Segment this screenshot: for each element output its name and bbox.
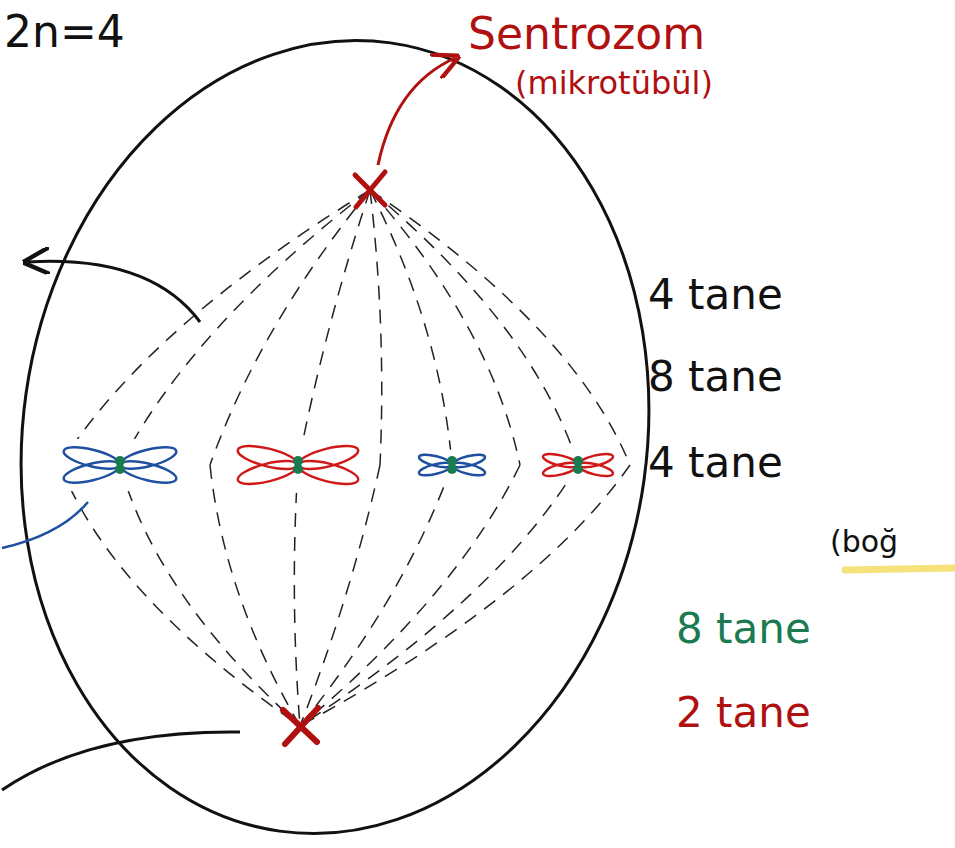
- spindle-fiber: [298, 190, 370, 465]
- spindle-fiber: [120, 190, 370, 465]
- chromosome: [412, 450, 492, 481]
- cell-membrane: [0, 0, 699, 848]
- leader-line: [2, 502, 88, 548]
- spindle-fiber: [370, 190, 452, 465]
- chromosome: [536, 449, 620, 481]
- spindle-fiber: [300, 465, 578, 726]
- spindle-fiber: [300, 465, 452, 726]
- chromosome: [56, 439, 184, 491]
- part-name: (mikrotübül): [515, 66, 713, 101]
- count-note: 4 tane: [648, 272, 783, 318]
- centrosome-bottom: [283, 708, 318, 744]
- spindle-fiber: [60, 190, 370, 465]
- spindle-fiber: [210, 190, 370, 465]
- spindle-fiber: [210, 465, 300, 726]
- chromosomes: [56, 437, 620, 493]
- count-note: (boğ: [830, 525, 898, 558]
- spindle-fiber: [300, 465, 630, 726]
- spindle-fiber: [370, 190, 520, 465]
- highlight-underline: [845, 568, 955, 570]
- part-name: Sentrozom: [468, 10, 705, 58]
- spindle-fiber: [370, 190, 382, 465]
- spindle-fiber: [60, 465, 300, 726]
- count-note: 2 tane: [676, 690, 811, 736]
- leader-arrow: [28, 261, 200, 322]
- count-note: 4 tane: [648, 440, 783, 486]
- spindle-fiber: [300, 465, 520, 726]
- leader-arrow: [378, 58, 455, 165]
- count-note: 8 tane: [648, 354, 783, 400]
- spindle-fiber: [120, 465, 300, 726]
- leader-line: [2, 732, 240, 790]
- spindle-fiber: [370, 190, 630, 465]
- centrosome-top: [355, 172, 385, 207]
- spindle-fiber: [370, 190, 578, 465]
- chromosome-number: 2n=4: [4, 8, 125, 56]
- count-note: 8 tane: [676, 606, 811, 652]
- spindle-fiber: [294, 465, 300, 726]
- chromosome: [230, 437, 366, 493]
